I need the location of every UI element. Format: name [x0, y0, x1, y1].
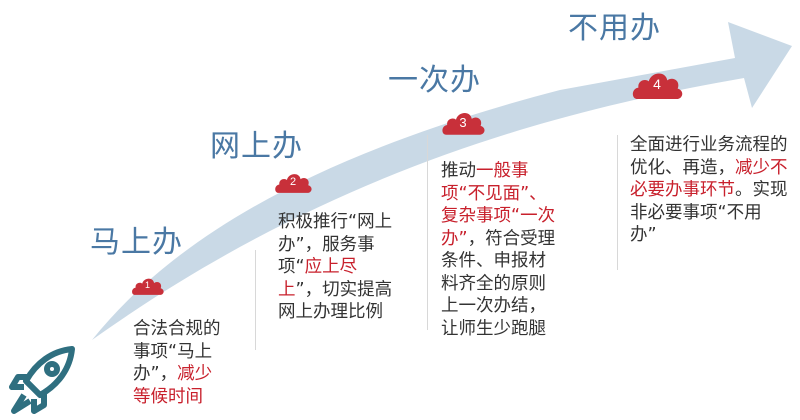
step-1-cloud-icon: 1: [131, 275, 164, 295]
desc-highlight: 应上尽上: [278, 257, 358, 300]
step-2-cloud-icon: 2: [274, 170, 312, 193]
step-1-number: 1: [144, 280, 150, 290]
step-2-title: 网上办: [210, 129, 303, 164]
desc-highlight: 减少不必要办事环节: [630, 157, 788, 201]
desc-text: 推动: [441, 161, 476, 181]
step-3-number: 3: [459, 115, 467, 130]
desc-text: 。实现非必要事项“不用办”: [630, 180, 788, 245]
step-4-description: 全面进行业务流程的优化、再造，减少不必要办事环节。实现非必要事项“不用办”: [630, 134, 788, 247]
divider: [617, 135, 618, 270]
desc-text: 合法合规的事项“马上办”，: [133, 319, 221, 384]
step-4-cloud-icon: 4: [631, 68, 683, 99]
step-4-title: 不用办: [568, 11, 661, 46]
step-3-cloud-icon: 3: [441, 108, 485, 135]
step-1-title: 马上办: [90, 225, 183, 260]
rocket-icon: [9, 346, 75, 414]
step-2-number: 2: [289, 176, 297, 188]
desc-highlight: 减少等候时间: [133, 364, 213, 407]
step-3-title: 一次办: [388, 63, 481, 98]
desc-text: ”，切实提高网上办理比例: [278, 279, 393, 323]
divider: [427, 135, 428, 330]
desc-text: 积极推行“网上办”，服务事项“: [278, 212, 393, 277]
step-1-description: 合法合规的事项“马上办”，减少等候时间: [133, 318, 229, 408]
desc-highlight: 一般事项“不见面”、复杂事项“一次办”: [441, 161, 556, 249]
desc-text: ，符合受理条件、申报材料齐全的原则上一次办结，让师生少跑腿: [441, 228, 556, 339]
step-2-description: 积极推行“网上办”，服务事项“应上尽上”，切实提高网上办理比例: [278, 211, 398, 324]
desc-text: 全面进行业务流程的优化、再造，: [630, 135, 788, 178]
divider: [255, 250, 256, 350]
step-4-number: 4: [653, 76, 661, 92]
step-3-description: 推动一般事项“不见面”、复杂事项“一次办”，符合受理条件、申报材料齐全的原则上一…: [441, 160, 559, 340]
